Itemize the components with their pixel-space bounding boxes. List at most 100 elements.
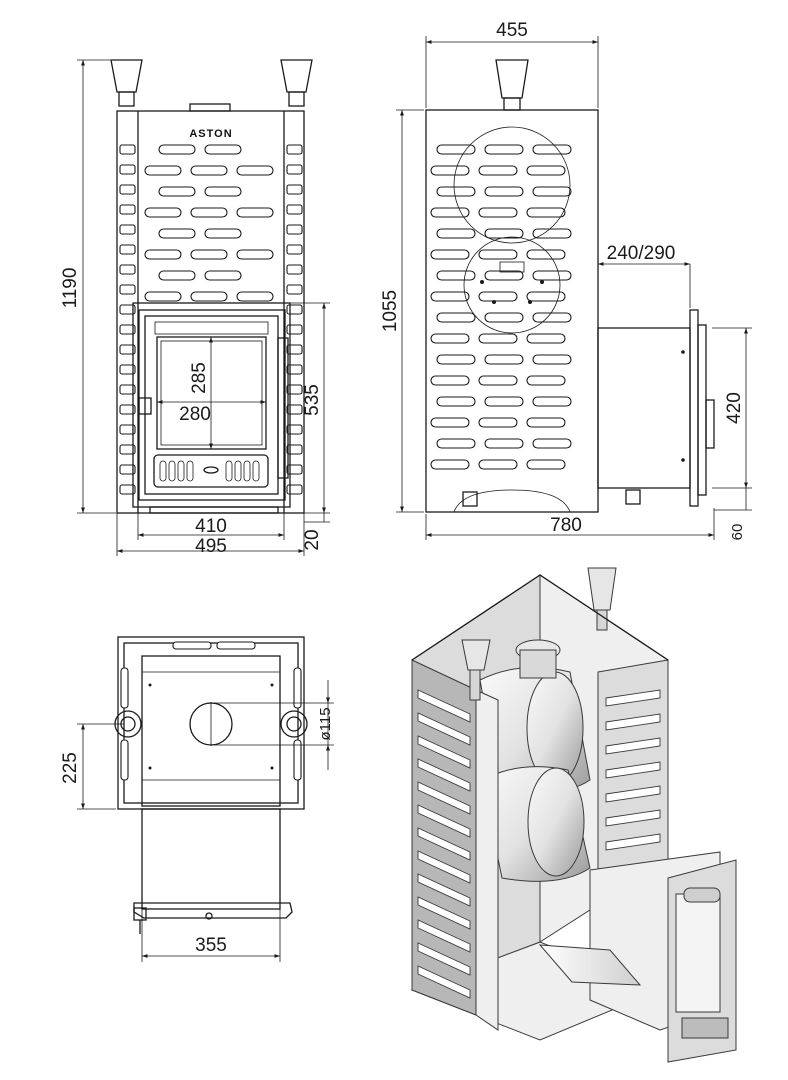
cladding-slot xyxy=(605,809,661,827)
front-vent-slot xyxy=(190,207,228,218)
cladding-slot xyxy=(605,833,661,851)
side-fin-right xyxy=(286,264,303,275)
side-vent-slot xyxy=(484,228,524,239)
front-vent-slot xyxy=(236,249,274,260)
front-vent-slot xyxy=(158,228,196,239)
side-vent-slot xyxy=(526,333,566,344)
door-vent-slot xyxy=(177,460,185,482)
cladding-slot xyxy=(417,919,471,953)
side-vent-slot xyxy=(436,270,476,281)
front-vent-slot xyxy=(144,291,182,302)
side-fin-left xyxy=(119,344,136,355)
dim-height-total: 1190 xyxy=(60,268,81,309)
side-fin-left xyxy=(119,384,136,395)
side-vent-slot xyxy=(436,354,476,365)
side-fin-left xyxy=(119,264,136,275)
front-vent-slot xyxy=(236,207,274,218)
side-vent-slot xyxy=(484,186,524,197)
side-fin-left xyxy=(119,404,136,415)
side-vent-slot xyxy=(526,249,566,260)
dim-door-height: 535 xyxy=(302,384,323,416)
side-vent-slot xyxy=(532,186,572,197)
side-vent-slot xyxy=(478,417,518,428)
dim-width-top: 455 xyxy=(496,20,528,41)
side-vent-slot xyxy=(430,249,470,260)
side-fin-right xyxy=(286,144,303,155)
side-vent-slot xyxy=(436,396,476,407)
brand-logo-text: ASTON xyxy=(189,128,232,140)
side-fin-right xyxy=(286,184,303,195)
side-vent-slot xyxy=(478,333,518,344)
side-fin-right xyxy=(286,164,303,175)
side-fin-left xyxy=(119,184,136,195)
dim-tunnel-height: 420 xyxy=(724,392,745,424)
side-vent-slot xyxy=(526,375,566,386)
cladding-slot xyxy=(417,758,471,792)
side-fin-left xyxy=(119,144,136,155)
side-fin-left xyxy=(119,164,136,175)
side-vent-slot xyxy=(484,354,524,365)
cladding-slot xyxy=(417,712,471,746)
side-vent-slot xyxy=(430,207,470,218)
cladding-slot xyxy=(417,850,471,884)
side-vent-slot xyxy=(526,417,566,428)
side-vent-slot xyxy=(436,186,476,197)
door-vent-slot xyxy=(159,460,167,482)
side-vent-slot xyxy=(526,459,566,470)
dim-leg-side: 60 xyxy=(729,524,746,541)
cladding-slot xyxy=(605,761,661,779)
side-vent-slot xyxy=(484,144,524,155)
side-vent-slot xyxy=(478,459,518,470)
dim-depth-total: 780 xyxy=(550,515,582,536)
cladding-slot xyxy=(417,781,471,815)
cladding-slot xyxy=(417,804,471,838)
door-vent-slot xyxy=(168,460,176,482)
side-fin-right xyxy=(286,324,303,335)
side-fin-right xyxy=(286,244,303,255)
front-view xyxy=(110,59,313,514)
top-dimensions xyxy=(77,680,334,962)
cladding-slot xyxy=(417,942,471,976)
side-vent-slot xyxy=(430,333,470,344)
front-vent-slot xyxy=(158,186,196,197)
dim-pipe-offset: 225 xyxy=(60,752,81,784)
dim-glass-height: 285 xyxy=(189,362,210,394)
cladding-slot xyxy=(417,689,471,723)
side-vent-slot xyxy=(430,291,470,302)
door-vent-slot xyxy=(186,460,194,482)
side-fin-left xyxy=(119,284,136,295)
cladding-slot xyxy=(605,785,661,803)
side-fin-left xyxy=(119,364,136,375)
side-vent-slot xyxy=(478,165,518,176)
cutaway-3d-view xyxy=(410,567,737,1063)
side-vent-slot xyxy=(436,144,476,155)
front-vent-slot xyxy=(144,249,182,260)
cladding-slot xyxy=(605,689,661,707)
cladding-slot xyxy=(417,735,471,769)
side-fin-right xyxy=(286,484,303,495)
side-vent-slot xyxy=(532,354,572,365)
side-vent-slot xyxy=(436,228,476,239)
side-vent-slot xyxy=(532,144,572,155)
side-fin-left xyxy=(119,304,136,315)
side-dimensions xyxy=(396,36,752,540)
side-vent-slot xyxy=(436,438,476,449)
front-vent-slot xyxy=(204,186,242,197)
side-vent-slot xyxy=(478,375,518,386)
side-fin-right xyxy=(286,464,303,475)
side-vent-slot xyxy=(532,396,572,407)
front-vent-slot xyxy=(190,165,228,176)
side-fin-left xyxy=(119,464,136,475)
front-vent-slot xyxy=(236,291,274,302)
side-vent-slot xyxy=(526,165,566,176)
side-vent-slot xyxy=(436,312,476,323)
side-vent-slot xyxy=(430,165,470,176)
side-fin-left xyxy=(119,424,136,435)
door-vent-slot xyxy=(234,460,242,482)
door-vent-slot xyxy=(243,460,251,482)
side-fin-left xyxy=(119,484,136,495)
side-vent-slot xyxy=(430,375,470,386)
dim-leg-front: 20 xyxy=(302,529,323,550)
side-fin-left xyxy=(119,244,136,255)
front-vent-slot xyxy=(144,207,182,218)
